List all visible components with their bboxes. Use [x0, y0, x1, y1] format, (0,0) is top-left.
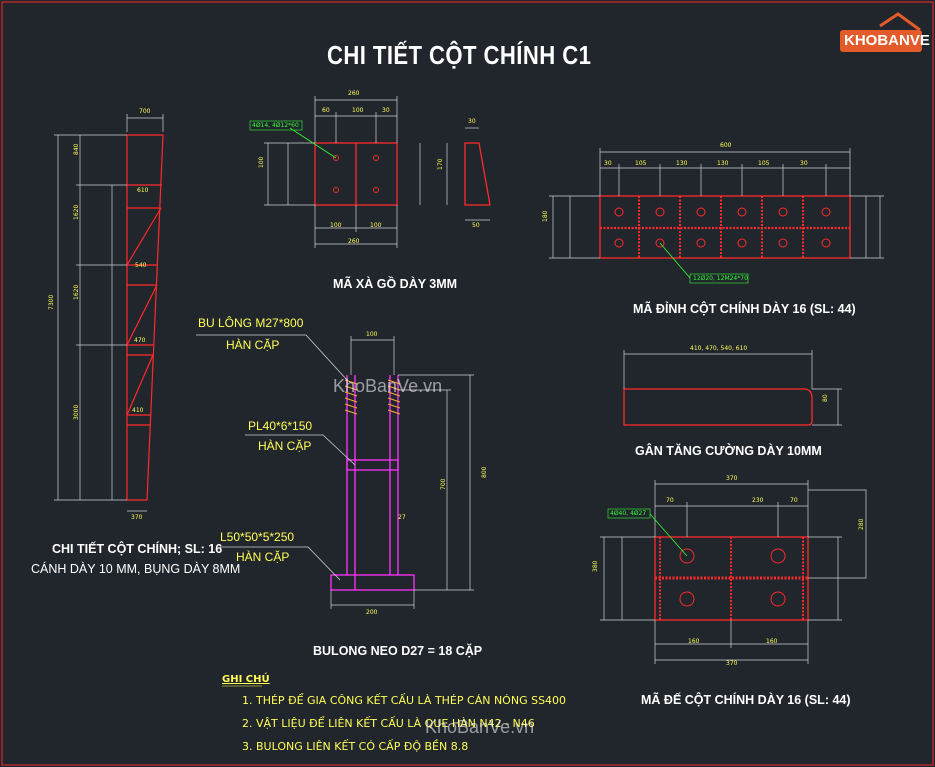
caption-column: CHI TIẾT CỘT CHÍNH; SL: 16	[52, 542, 223, 556]
dimension-label: 3000	[73, 404, 80, 420]
column-elevation	[54, 114, 164, 512]
dimension-label: 180	[542, 210, 549, 222]
dimension-label: 800	[481, 466, 488, 478]
dimension-label: 105	[635, 160, 647, 167]
note-item: 2. VẬT LIỆU ĐỂ LIÊN KẾT CẤU LÀ QUE HÀN N…	[242, 717, 535, 730]
dimension-label: 470	[134, 337, 146, 344]
note-item: 1. THÉP ĐỂ GIA CÔNG KẾT CẤU LÀ THÉP CÁN …	[242, 694, 567, 707]
logo-text: KHOBANVE	[844, 32, 930, 49]
dimension-label: 30	[604, 160, 612, 167]
anchor-bolt	[196, 334, 474, 609]
logo-icon	[840, 12, 922, 52]
dimension-label: 70	[666, 497, 674, 504]
note-item: 3. BULONG LIÊN KẾT CÓ CẤP ĐỘ BỀN 8.8	[242, 740, 469, 753]
dimension-label: 1620	[73, 204, 80, 220]
dimension-label: 160	[688, 638, 700, 645]
dimension-label: 12Ø20, 12M24*70	[693, 275, 748, 282]
label-bolt-weld: HÀN CẶP	[226, 338, 280, 352]
dimension-label: 700	[139, 108, 151, 115]
dimension-label: 70	[790, 497, 798, 504]
dimension-label: 280	[858, 518, 865, 530]
dimension-label: 260	[348, 90, 360, 97]
dimension-label: 700	[440, 478, 447, 490]
dimension-label: 160	[766, 638, 778, 645]
label-plate-weld: HÀN CẶP	[258, 439, 312, 453]
beam-plate	[249, 96, 491, 248]
dimension-label: 100	[258, 156, 265, 168]
dimension-label: 1620	[73, 284, 80, 300]
label-plate: PL40*6*150	[248, 419, 313, 433]
dimension-label: 30	[468, 118, 476, 125]
dimension-label: 4Ø40, 4Ø27	[610, 510, 647, 517]
dimension-label: 60	[322, 107, 330, 114]
dimension-label: 200	[366, 609, 378, 616]
dimension-label: 370	[131, 514, 143, 521]
dimension-label: 27	[398, 514, 406, 521]
dimension-label: 130	[676, 160, 688, 167]
dimension-label: 30	[382, 107, 390, 114]
caption-beam-plate: MÃ XÀ GỒ DÀY 3MM	[333, 277, 458, 291]
dimension-label: 130	[717, 160, 729, 167]
dimension-label: 230	[752, 497, 764, 504]
label-angle-weld: HÀN CẶP	[236, 550, 290, 564]
dimension-label: 7300	[48, 294, 55, 310]
dimension-label: 100	[352, 107, 364, 114]
dimension-label: 4Ø14, 4Ø12*60	[252, 122, 299, 129]
dimension-label: 30	[800, 160, 808, 167]
watermark: KhoBanVe.vn	[333, 376, 443, 396]
caption-base-plate: MÃ ĐẾ CỘT CHÍNH DÀY 16 (SL: 44)	[641, 693, 851, 707]
dimension-label: 540	[135, 262, 147, 269]
dimension-label: 380	[592, 560, 599, 572]
dimension-label: 610	[137, 187, 149, 194]
logo: KHOBANVE	[838, 12, 930, 56]
caption-stiffener: GÂN TĂNG CƯỜNG DÀY 10MM	[635, 444, 822, 458]
caption-column-sub: CÁNH DÀY 10 MM, BỤNG DÀY 8MM	[31, 562, 241, 576]
dimension-label: 410	[132, 407, 144, 414]
column-outline	[126, 134, 164, 501]
dimension-label: 100	[370, 222, 382, 229]
caption-anchor: BULONG NEO D27 = 18 CẶP	[313, 644, 483, 658]
dimension-label: 105	[758, 160, 770, 167]
dimension-label: 170	[437, 158, 444, 170]
page-title: CHI TIẾT CỘT CHÍNH C1	[327, 40, 592, 70]
label-bolt: BU LÔNG M27*800	[198, 316, 304, 330]
notes-heading: GHI CHÚ	[222, 674, 270, 685]
dimension-label: 100	[330, 222, 342, 229]
stiffener	[623, 350, 842, 426]
dimension-label: 370	[726, 475, 738, 482]
dimension-label: 100	[366, 331, 378, 338]
dimension-label: 410, 470, 540, 610	[690, 345, 748, 352]
caption-top-plate: MÃ ĐỈNH CỘT CHÍNH DÀY 16 (SL: 44)	[633, 302, 856, 316]
dimension-label: 260	[348, 238, 360, 245]
dimension-label: 370	[726, 660, 738, 667]
dimension-label: 600	[720, 142, 732, 149]
top-plate	[549, 148, 884, 284]
watermark: KhoBanVe.vn	[425, 717, 535, 737]
label-angle: L50*50*5*250	[220, 530, 295, 544]
dimension-label: 840	[73, 143, 80, 155]
dimension-label: 80	[822, 394, 829, 402]
dimension-label: 50	[472, 222, 480, 229]
base-plate	[600, 480, 867, 664]
